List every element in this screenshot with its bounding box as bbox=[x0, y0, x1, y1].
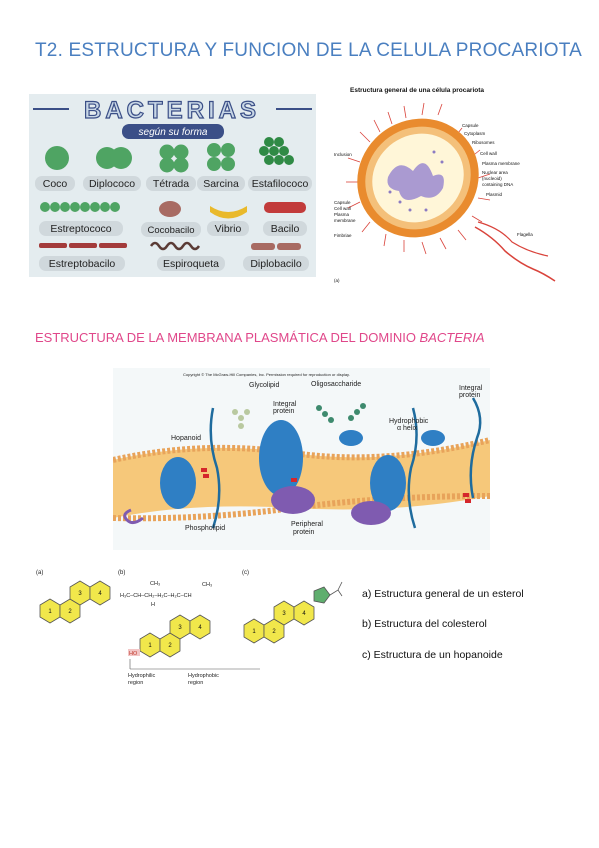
label-vibrio: Vibrio bbox=[215, 223, 242, 235]
label-estreptococo: Estreptococo bbox=[50, 223, 111, 235]
label-plasmid: Plasmid bbox=[486, 192, 503, 197]
label-integral-protein-1: Integral bbox=[273, 401, 297, 408]
svg-text:CH₃: CH₃ bbox=[150, 581, 160, 587]
label-hopanoid: Hopanoid bbox=[171, 435, 201, 442]
ho-group: HO bbox=[129, 651, 138, 657]
label-peripheral: Peripheral bbox=[291, 521, 323, 528]
svg-text:Hydrophilic: Hydrophilic bbox=[128, 673, 155, 679]
label-oligosaccharide: Oligosaccharide bbox=[311, 381, 361, 388]
cell-diagram-title: Estructura general de una célula procari… bbox=[350, 87, 484, 94]
label-containing-dna: containing DNA bbox=[482, 182, 513, 187]
label-integral-protein-1b: protein bbox=[273, 408, 295, 415]
sterol-structures-figure: (a) (b) (c) 1 2 3 4 CH₃ H₃C–CH–CH₂–H₂C–H… bbox=[30, 565, 348, 695]
label-diplococo: Diplococo bbox=[89, 178, 135, 190]
svg-text:CH₃: CH₃ bbox=[202, 582, 212, 588]
label-alpha-helix: α helix bbox=[397, 425, 418, 432]
svg-text:4: 4 bbox=[198, 625, 202, 631]
svg-text:1: 1 bbox=[252, 629, 256, 635]
label-hydrophobic: Hydrophobic bbox=[389, 418, 429, 425]
label-espiroqueta: Espiroqueta bbox=[163, 258, 219, 270]
membrane-figure: Copyright © The McGraw-Hill Companies, I… bbox=[113, 368, 490, 550]
svg-text:3: 3 bbox=[78, 591, 82, 597]
label-capsule: Capsule bbox=[462, 123, 479, 128]
label-integral-protein-2: Integral bbox=[459, 385, 483, 392]
label-phospholipid: Phospholipid bbox=[185, 525, 225, 532]
sterol-label-b: (b) bbox=[118, 570, 125, 576]
svg-text:2: 2 bbox=[272, 629, 276, 635]
panel-letter-a: (a) bbox=[334, 278, 340, 283]
svg-text:H: H bbox=[151, 602, 155, 608]
label-nucleoid: (nucleoid) bbox=[482, 176, 502, 181]
label-glycolipid: Glycolipid bbox=[249, 382, 279, 389]
label-plasma-left: Plasma bbox=[334, 212, 350, 217]
label-estafilococo: Estafilococo bbox=[252, 178, 309, 190]
caption-c: c) Estructura de un hopanoide bbox=[362, 649, 503, 661]
label-plasma-membrane: Plasma membrane bbox=[482, 161, 520, 166]
caption-a: a) Estructura general de un esterol bbox=[362, 588, 524, 600]
sterol-label-a: (a) bbox=[36, 570, 43, 576]
label-inclusion: Inclusion bbox=[334, 152, 352, 157]
svg-text:4: 4 bbox=[98, 591, 102, 597]
label-cell-wall: Cell wall bbox=[480, 151, 497, 156]
label-nuclear-area: Nuclear area bbox=[482, 170, 508, 175]
bacteria-subheading: según su forma bbox=[139, 127, 208, 138]
sterol-label-c: (c) bbox=[242, 570, 249, 576]
svg-text:3: 3 bbox=[282, 611, 286, 617]
svg-text:H₃C–CH–CH₂–H₂C–H₂C–CH: H₃C–CH–CH₂–H₂C–H₂C–CH bbox=[120, 593, 192, 599]
label-ribosomes: Ribosomes bbox=[472, 140, 495, 145]
label-fimbriae: Fimbriae bbox=[334, 233, 352, 238]
label-peripheral-b: protein bbox=[293, 529, 315, 536]
prokaryotic-cell-figure: Estructura general de una célula procari… bbox=[330, 82, 575, 287]
svg-text:2: 2 bbox=[68, 609, 72, 615]
svg-text:1: 1 bbox=[48, 609, 52, 615]
label-diplobacilo: Diplobacilo bbox=[250, 258, 302, 270]
label-cocobacilo: Cocobacilo bbox=[148, 225, 195, 236]
label-sarcina: Sarcina bbox=[203, 178, 239, 190]
caption-b: b) Estructura del colesterol bbox=[362, 618, 487, 630]
svg-text:region: region bbox=[128, 680, 143, 686]
svg-text:region: region bbox=[188, 680, 203, 686]
page-title: T2. ESTRUCTURA Y FUNCION DE LA CELULA PR… bbox=[35, 40, 582, 61]
svg-text:3: 3 bbox=[178, 625, 182, 631]
svg-text:1: 1 bbox=[148, 643, 152, 649]
membrane-section-heading: ESTRUCTURA DE LA MEMBRANA PLASMÁTICA DEL… bbox=[35, 330, 485, 345]
label-estreptobacilo: Estreptobacilo bbox=[49, 258, 116, 270]
svg-text:4: 4 bbox=[302, 611, 306, 617]
label-cytoplasm: Cytoplasm bbox=[464, 131, 486, 136]
label-tetrada: Tétrada bbox=[153, 178, 189, 190]
bacteria-heading: BACTERIAS bbox=[84, 97, 260, 124]
label-bacilo: Bacilo bbox=[271, 223, 300, 235]
label-integral-protein-2b: protein bbox=[459, 392, 481, 399]
bacteria-shapes-figure: BACTERIAS según su forma Coco Diplococo … bbox=[29, 94, 316, 277]
label-membrane-left: membrane bbox=[334, 218, 356, 223]
label-capsule-left: Capsule bbox=[334, 200, 351, 205]
label-coco: Coco bbox=[43, 178, 68, 190]
label-flagella: Flagella bbox=[517, 232, 533, 237]
svg-text:Hydrophobic: Hydrophobic bbox=[188, 673, 219, 679]
svg-text:2: 2 bbox=[168, 643, 172, 649]
label-cell-wall-left: Cell wall bbox=[334, 206, 351, 211]
copyright-note: Copyright © The McGraw-Hill Companies, I… bbox=[183, 372, 350, 377]
